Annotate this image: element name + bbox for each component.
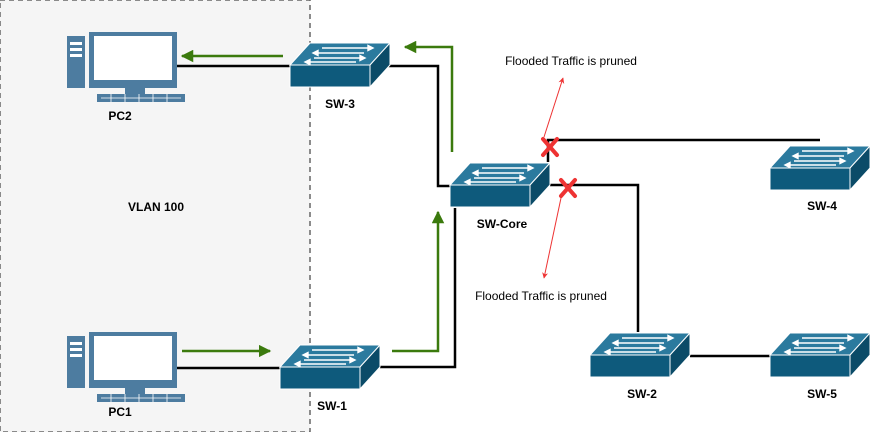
- sw1-switch-icon[interactable]: [279, 344, 381, 390]
- sw4-switch-icon[interactable]: [769, 145, 871, 191]
- sw1-label: SW-1: [317, 399, 347, 413]
- vlan-label: VLAN 100: [128, 200, 184, 214]
- annotation-arrow-bottom: [542, 197, 562, 279]
- annotation-pruned-bottom: Flooded Traffic is pruned: [475, 289, 607, 303]
- traffic-arrow-sw1-to-core: [392, 210, 445, 353]
- sw2-switch-icon[interactable]: [589, 332, 691, 378]
- link-sw3-swcore: [388, 64, 452, 188]
- network-links: [176, 64, 820, 370]
- prune-x-icon-top: [541, 137, 559, 157]
- prune-x-icon-bottom: [559, 178, 577, 198]
- sw-core-switch-icon[interactable]: [449, 162, 551, 208]
- traffic-flow-arrows: [180, 40, 454, 358]
- pc1-label: PC1: [108, 405, 132, 419]
- sw-core-label: SW-Core: [477, 217, 528, 231]
- pc2-label: PC2: [108, 109, 132, 123]
- traffic-arrow-core-to-sw3: [403, 40, 454, 152]
- link-swcore-sw2: [550, 183, 640, 332]
- link-sw1-swcore: [380, 208, 457, 369]
- sw5-switch-icon[interactable]: [769, 332, 871, 378]
- sw5-label: SW-5: [807, 387, 837, 401]
- sw3-label: SW-3: [325, 97, 355, 111]
- sw2-label: SW-2: [627, 387, 657, 401]
- sw4-label: SW-4: [807, 199, 837, 213]
- annotation-pruned-top: Flooded Traffic is pruned: [505, 54, 637, 68]
- sw3-switch-icon[interactable]: [289, 42, 391, 88]
- link-swcore-sw4: [546, 138, 820, 162]
- annotation-arrow-top: [543, 77, 565, 138]
- annotation-arrows: [542, 77, 565, 279]
